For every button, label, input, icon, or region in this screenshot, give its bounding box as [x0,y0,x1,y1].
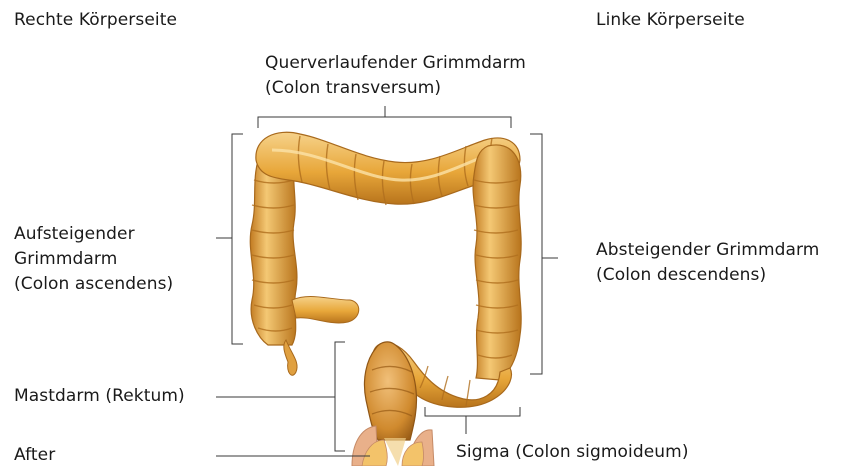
transverse-bracket [258,117,511,128]
descending-colon [473,145,521,380]
ascending-bracket [232,134,243,344]
sigmoid-bracket [425,407,520,416]
terminal-ileum [292,296,359,323]
descending-bracket [530,134,542,374]
rectum-bracket [335,342,345,451]
